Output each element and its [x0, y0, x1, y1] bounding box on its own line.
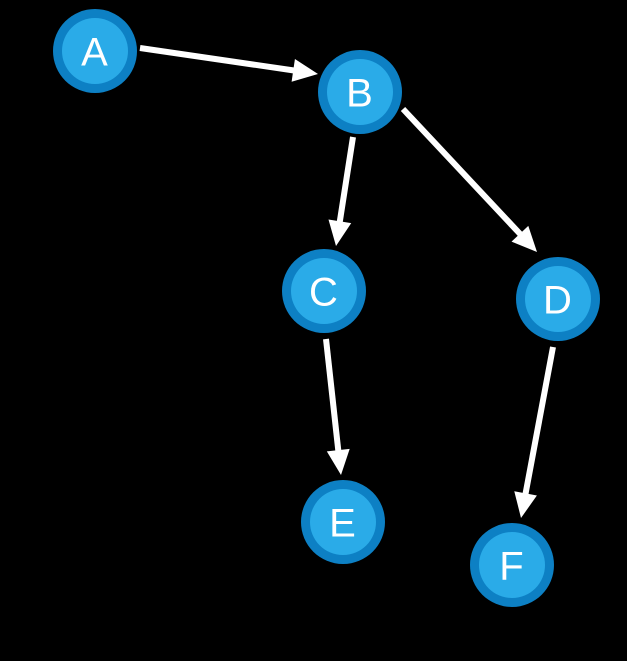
- node-fill: [291, 258, 357, 324]
- edge-B-C: [328, 136, 356, 246]
- node-D[interactable]: D: [516, 257, 600, 341]
- edge-line: [323, 338, 342, 457]
- arrowhead-icon: [511, 225, 537, 252]
- node-fill: [479, 532, 545, 598]
- edge-line: [521, 346, 556, 500]
- node-F[interactable]: F: [470, 523, 554, 607]
- edge-B-D: [400, 106, 537, 252]
- node-label: B: [346, 72, 374, 116]
- arrowhead-icon: [326, 448, 350, 475]
- node-B[interactable]: B: [318, 50, 402, 134]
- edge-line: [400, 106, 527, 241]
- edge-D-F: [514, 346, 556, 518]
- arrowhead-icon: [291, 59, 318, 82]
- arrowhead-icon: [514, 491, 537, 518]
- node-label: C: [309, 271, 339, 315]
- node-fill: [525, 266, 591, 332]
- edge-A-B: [139, 45, 318, 82]
- node-label: E: [329, 502, 357, 546]
- arrowhead-icon: [328, 219, 352, 246]
- node-fill: [327, 59, 393, 125]
- node-C[interactable]: C: [282, 249, 366, 333]
- node-fill: [62, 18, 128, 84]
- node-label: F: [499, 545, 524, 589]
- edge-line: [139, 45, 300, 75]
- edge-line: [335, 136, 356, 228]
- node-label: D: [543, 279, 573, 323]
- node-E[interactable]: E: [301, 480, 385, 564]
- edge-C-E: [323, 338, 350, 475]
- node-A[interactable]: A: [53, 9, 137, 93]
- node-label: A: [81, 31, 109, 75]
- node-fill: [310, 489, 376, 555]
